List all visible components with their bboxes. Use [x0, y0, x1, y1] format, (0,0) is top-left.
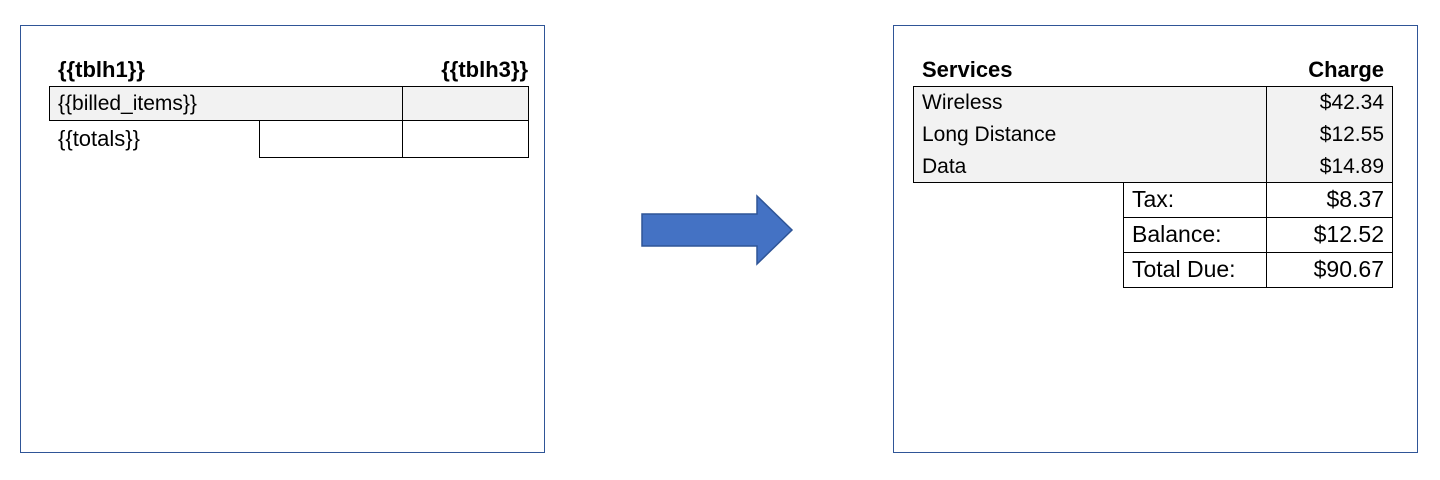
totals-value-cell: $12.52: [1266, 217, 1393, 253]
header-charge: Charge: [1308, 57, 1384, 82]
item-charge-cell: $42.34: [1266, 86, 1393, 119]
item-service-cell: Data: [913, 150, 1267, 183]
template-totals-value-cell: [402, 120, 529, 158]
totals-value-cell: $8.37: [1266, 182, 1393, 218]
header-services: Services: [922, 57, 1013, 82]
totals-label-cell: Total Due:: [1123, 252, 1267, 288]
output-panel: Services Charge Wireless $42.34 Long Dis…: [893, 25, 1418, 453]
totals-label-cell: Balance:: [1123, 217, 1267, 253]
arrow-shape: [641, 194, 794, 266]
template-totals-label: {{totals}}: [58, 126, 140, 151]
item-service-cell: Wireless: [913, 86, 1267, 119]
template-header-col1: {{tblh1}}: [58, 57, 145, 82]
template-totals-label-cell: [259, 120, 403, 158]
right-arrow-icon: [641, 194, 794, 266]
item-service-cell: Long Distance: [913, 118, 1267, 151]
template-billed-items-charge-cell: [402, 86, 529, 121]
template-panel: {{tblh1}} {{tblh3}} {{billed_items}} {{t…: [20, 25, 545, 453]
item-charge-cell: $14.89: [1266, 150, 1393, 183]
template-header-col3: {{tblh3}}: [441, 57, 528, 82]
item-charge-cell: $12.55: [1266, 118, 1393, 151]
totals-value-cell: $90.67: [1266, 252, 1393, 288]
totals-label-cell: Tax:: [1123, 182, 1267, 218]
template-billed-items-cell: {{billed_items}}: [49, 86, 403, 121]
